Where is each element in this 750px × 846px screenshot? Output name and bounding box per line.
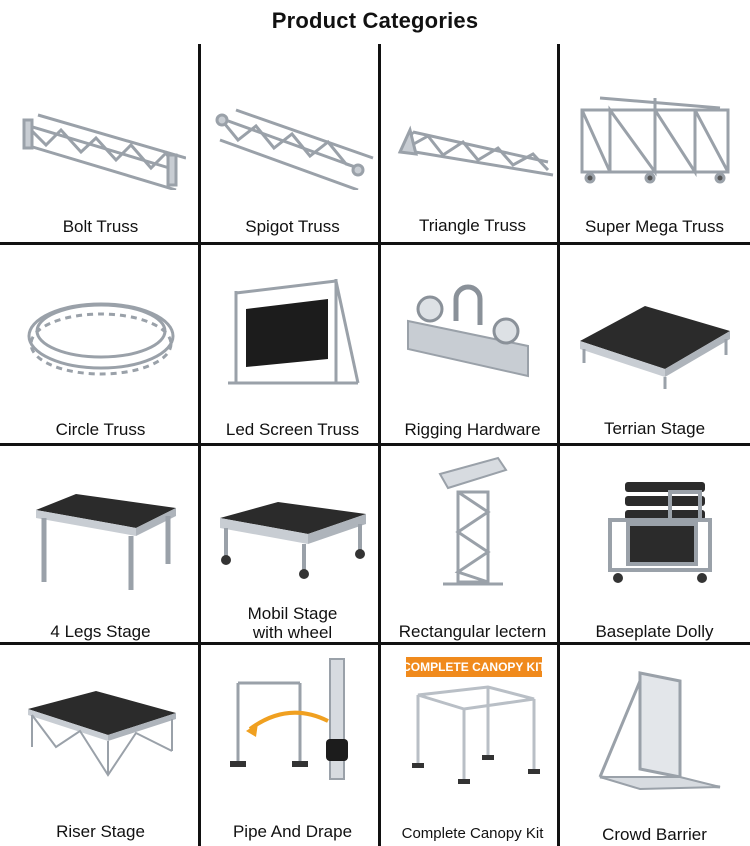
triangle-truss-image [388, 50, 558, 190]
category-card-riser-stage[interactable]: Riser Stage [8, 645, 193, 842]
category-card-mobil-stage[interactable]: Mobil Stage with wheel [200, 446, 385, 643]
category-label-line2: with wheel [252, 623, 333, 642]
super-mega-truss-image [570, 50, 740, 190]
category-card-terrian-stage[interactable]: Terrian Stage [562, 245, 747, 442]
spigot-truss-image [208, 50, 378, 190]
canopy-kit-badge-text: COMPLETE CANOPY KIT [402, 660, 546, 674]
category-label: Spigot Truss [245, 217, 340, 236]
category-grid: Bolt Truss Spigot Truss Triangle Truss [0, 44, 750, 846]
category-label: Baseplate Dolly [595, 622, 714, 641]
category-card-spigot-truss[interactable]: Spigot Truss [200, 44, 385, 241]
category-label: Complete Canopy Kit [401, 825, 544, 842]
category-label: Rectangular lectern [398, 622, 547, 641]
category-label: Rigging Hardware [404, 420, 541, 439]
page-title: Product Categories [271, 8, 479, 33]
category-card-bolt-truss[interactable]: Bolt Truss [8, 44, 193, 241]
category-label: Bolt Truss [62, 217, 139, 236]
category-label: Terrian Stage [603, 419, 706, 438]
category-card-crowd-barrier[interactable]: Crowd Barrier [562, 645, 747, 844]
category-label: Mobil Stage with wheel [200, 604, 385, 642]
category-label-line1: Mobil Stage [247, 604, 338, 623]
category-card-triangle-truss[interactable]: Triangle Truss [380, 44, 565, 241]
terrian-stage-image [570, 251, 740, 391]
crowd-barrier-image [570, 651, 740, 791]
grid-divider [0, 642, 750, 645]
category-card-rigging-hardware[interactable]: Rigging Hardware [380, 245, 565, 442]
category-card-led-screen-truss[interactable]: Led Screen Truss [200, 245, 385, 442]
rectangular-lectern-image [388, 452, 558, 592]
category-card-pipe-and-drape[interactable]: Pipe And Drape [200, 645, 385, 842]
category-card-super-mega-truss[interactable]: Super Mega Truss [562, 44, 747, 241]
grid-divider [0, 443, 750, 446]
category-label: Crowd Barrier [602, 825, 707, 844]
pipe-and-drape-image [208, 651, 378, 791]
grid-divider [0, 242, 750, 245]
rigging-hardware-image [388, 251, 558, 391]
category-label: 4 Legs Stage [50, 622, 151, 641]
category-label: Circle Truss [55, 420, 146, 439]
four-legs-stage-image [16, 452, 186, 592]
canopy-kit-badge [405, 657, 542, 677]
complete-canopy-kit-image: COMPLETE CANOPY KIT [388, 651, 558, 791]
category-card-baseplate-dolly[interactable]: Baseplate Dolly [562, 446, 747, 643]
led-screen-truss-image [208, 251, 378, 391]
category-card-4-legs-stage[interactable]: 4 Legs Stage [8, 446, 193, 643]
circle-truss-image [16, 251, 186, 391]
riser-stage-image [16, 651, 186, 791]
category-card-complete-canopy-kit[interactable]: COMPLETE CANOPY KIT Complete Canopy Kit [380, 645, 565, 842]
category-card-circle-truss[interactable]: Circle Truss [8, 245, 193, 442]
category-label: Led Screen Truss [225, 420, 360, 439]
category-label: Pipe And Drape [232, 822, 353, 841]
bolt-truss-image [16, 50, 186, 190]
category-label: Super Mega Truss [585, 217, 724, 236]
category-label: Riser Stage [56, 822, 145, 841]
category-card-rectangular-lectern[interactable]: Rectangular lectern [380, 446, 565, 643]
mobil-stage-image [208, 452, 378, 592]
baseplate-dolly-image [570, 452, 740, 592]
category-label: Triangle Truss [418, 216, 527, 235]
